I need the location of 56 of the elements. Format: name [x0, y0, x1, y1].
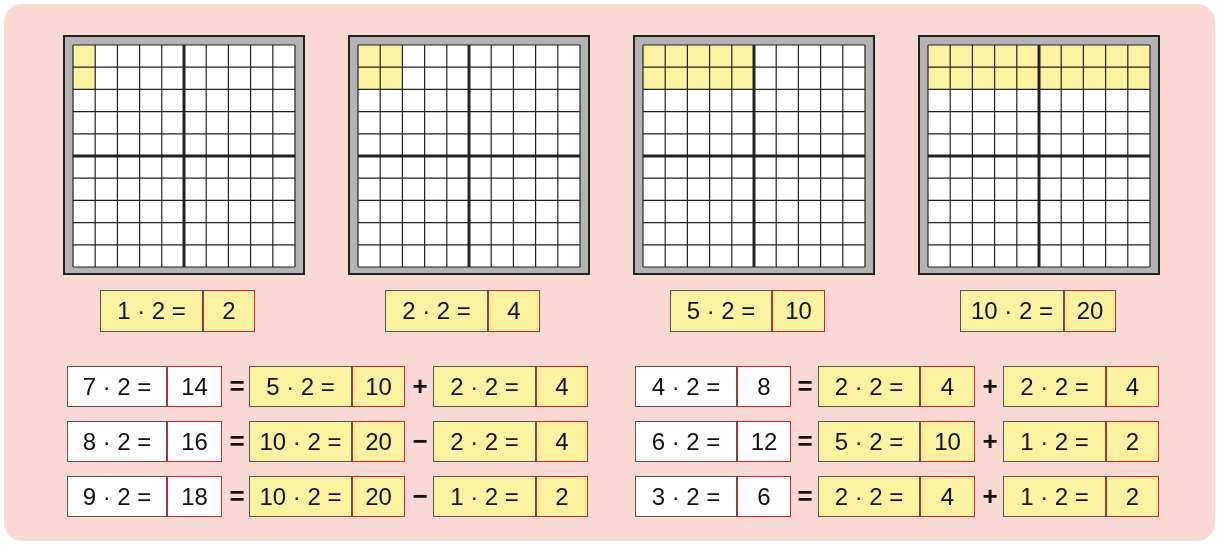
- multiplication-box: 1 · 2 =: [1003, 476, 1106, 517]
- operator-sign: −: [411, 481, 429, 512]
- answer-box: 2: [1106, 476, 1159, 517]
- answer-box: 10: [920, 421, 975, 462]
- multiplication-box: 2 · 2 =: [433, 366, 536, 407]
- operator-sign: =: [796, 426, 814, 457]
- operator-sign: =: [228, 481, 246, 512]
- multiplication-box: 8 · 2 =: [67, 421, 167, 462]
- answer-box: 4: [536, 366, 588, 407]
- answer-box: 2: [1106, 421, 1159, 462]
- answer-box: 10: [772, 290, 825, 332]
- answer-box: 10: [352, 366, 405, 407]
- multiplication-box: 2 · 2 =: [433, 421, 536, 462]
- multiplication-box: 10 · 2 =: [960, 290, 1064, 332]
- multiplication-box: 9 · 2 =: [67, 476, 167, 517]
- answer-box: 20: [1064, 290, 1116, 332]
- answer-box: 2: [203, 290, 255, 332]
- operator-sign: =: [796, 481, 814, 512]
- multiplication-box: 10 · 2 =: [249, 476, 352, 517]
- multiplication-box: 2 · 2 =: [818, 366, 920, 407]
- answer-box: 4: [536, 421, 588, 462]
- multiplication-box: 4 · 2 =: [635, 366, 737, 407]
- operator-sign: =: [228, 371, 246, 402]
- multiplication-box: 1 · 2 =: [1003, 421, 1106, 462]
- multiplication-box: 2 · 2 =: [1003, 366, 1106, 407]
- operator-sign: +: [411, 371, 429, 402]
- multiplication-box: 6 · 2 =: [635, 421, 737, 462]
- operator-sign: +: [981, 371, 999, 402]
- multiplication-box: 2 · 2 =: [385, 290, 488, 332]
- answer-box: 16: [167, 421, 222, 462]
- multiplication-box: 7 · 2 =: [67, 366, 167, 407]
- answer-box: 18: [167, 476, 222, 517]
- operator-sign: +: [981, 426, 999, 457]
- answer-box: 20: [352, 476, 405, 517]
- multiplication-box: 3 · 2 =: [635, 476, 737, 517]
- answer-box: 14: [167, 366, 222, 407]
- operator-sign: =: [228, 426, 246, 457]
- answer-box: 6: [737, 476, 791, 517]
- answer-box: 4: [920, 366, 975, 407]
- answer-box: 2: [536, 476, 588, 517]
- operator-sign: −: [411, 426, 429, 457]
- multiplication-box: 1 · 2 =: [433, 476, 536, 517]
- operator-sign: =: [796, 371, 814, 402]
- multiplication-box: 10 · 2 =: [249, 421, 352, 462]
- answer-box: 8: [737, 366, 791, 407]
- multiplication-box: 5 · 2 =: [670, 290, 772, 332]
- multiplication-box: 5 · 2 =: [818, 421, 920, 462]
- answer-box: 4: [488, 290, 540, 332]
- multiplication-box: 2 · 2 =: [818, 476, 920, 517]
- multiplication-box: 5 · 2 =: [249, 366, 352, 407]
- operator-sign: +: [981, 481, 999, 512]
- answer-box: 20: [352, 421, 405, 462]
- multiplication-box: 1 · 2 =: [100, 290, 203, 332]
- answer-box: 12: [737, 421, 791, 462]
- answer-box: 4: [1106, 366, 1159, 407]
- answer-box: 4: [920, 476, 975, 517]
